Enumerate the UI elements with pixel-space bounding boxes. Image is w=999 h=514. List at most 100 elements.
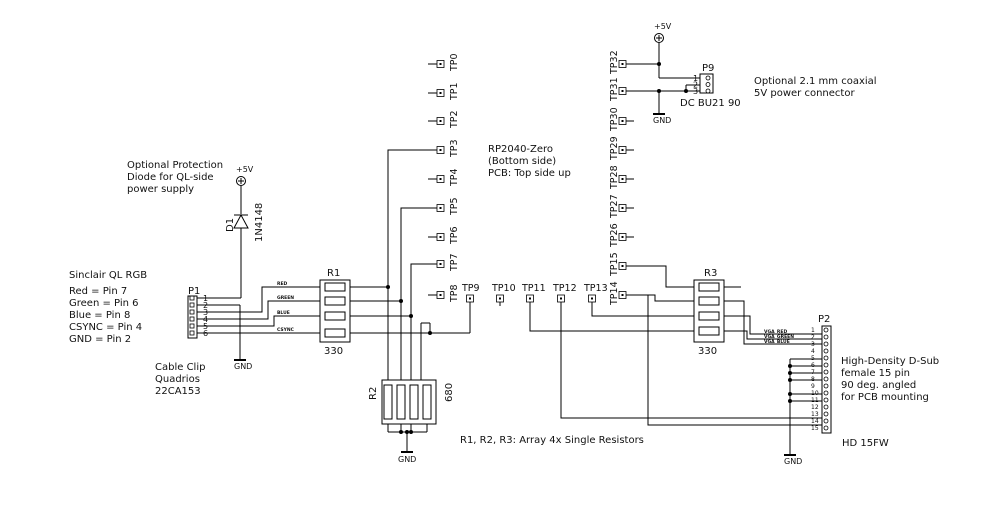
tp-label-tp10: TP10 xyxy=(491,283,516,294)
test-point-tp2: TP2 xyxy=(428,110,460,129)
note-dsub-2: female 15 pin xyxy=(841,368,910,379)
vcc-label-left: +5V xyxy=(236,165,254,174)
note-ql-gnd: GND = Pin 2 xyxy=(69,334,131,345)
tp-label-tp7: TP7 xyxy=(449,253,460,272)
note-cable-clip-2: Quadrios xyxy=(155,374,200,385)
note-dsub-3: 90 deg. angled xyxy=(841,380,916,391)
test-point-tp3: TP3 xyxy=(428,139,460,158)
tp-label-tp13: TP13 xyxy=(583,283,608,294)
tp-label-tp4: TP4 xyxy=(449,168,460,187)
resistor-array-r3: R3 330 xyxy=(693,268,725,357)
note-dsub-1: High-Density D-Sub xyxy=(841,356,939,367)
note-protection-line1: Optional Protection xyxy=(127,160,223,171)
note-resistor-arrays: R1, R2, R3: Array 4x Single Resistors xyxy=(460,435,644,446)
p9-ref: P9 xyxy=(702,63,714,74)
p2-pin-2: 2 xyxy=(811,334,815,341)
p2-pin-4: 4 xyxy=(811,348,815,355)
note-cable-clip-1: Cable Clip xyxy=(155,362,205,373)
note-rp2040-1: RP2040-Zero xyxy=(488,144,553,155)
note-protection-line2: Diode for QL-side xyxy=(127,172,214,183)
test-point-tp15: TP15 xyxy=(609,252,634,277)
note-coax-1: Optional 2.1 mm coaxial xyxy=(754,76,877,87)
note-dsub-4: for PCB mounting xyxy=(841,392,929,403)
tp-label-tp2: TP2 xyxy=(449,110,460,129)
r2-value: 680 xyxy=(444,383,455,402)
net-csync: CSYNC xyxy=(277,327,295,333)
resistor-array-r2: R2 680 GND xyxy=(368,379,455,464)
net-vga-red: VGA_RED xyxy=(764,329,787,335)
diode-d1: D1 1N4148 xyxy=(212,203,265,299)
test-point-tp30: TP30 xyxy=(609,107,634,132)
test-points-bottom: TP9 TP10 TP11 TP12 TP13 xyxy=(461,283,608,306)
net-blue: BLUE xyxy=(277,310,290,316)
power-5v-left: +5V xyxy=(236,165,254,214)
p2-pin-15: 15 xyxy=(811,425,819,432)
test-point-tp9: TP9 xyxy=(461,283,480,306)
test-point-tp6: TP6 xyxy=(428,226,460,245)
net-vga-blue: VGA_BLUE xyxy=(764,339,790,345)
p2-pin-13: 13 xyxy=(811,411,819,418)
note-ql-rgb-title: Sinclair QL RGB xyxy=(69,270,147,281)
nets-sync-to-p2 xyxy=(560,295,822,426)
test-point-tp31: TP31 xyxy=(609,77,634,102)
tp-label-tp12: TP12 xyxy=(552,283,577,294)
test-point-tp26: TP26 xyxy=(609,223,634,248)
r1-ref: R1 xyxy=(327,268,340,279)
connector-p9: P9 123 GND DC BU21 90 xyxy=(626,63,741,125)
nets-tp-to-r3: VGA_RED VGA_GREEN VGA_BLUE xyxy=(529,265,822,345)
p9-pin-1: 1 xyxy=(693,74,698,83)
tp-label-tp29: TP29 xyxy=(609,136,620,161)
tp-label-tp26: TP26 xyxy=(609,223,620,248)
d1-ref: D1 xyxy=(225,218,236,232)
d1-value: 1N4148 xyxy=(254,203,265,242)
test-point-tp32: TP32 xyxy=(609,50,634,75)
test-point-tp4: TP4 xyxy=(428,168,460,187)
test-point-tp0: TP0 xyxy=(428,53,460,72)
tp-label-tp6: TP6 xyxy=(449,226,460,245)
tp-label-tp9: TP9 xyxy=(461,283,480,294)
test-point-tp13: TP13 xyxy=(583,283,608,306)
tp-label-tp32: TP32 xyxy=(609,50,620,75)
r3-ref: R3 xyxy=(704,268,717,279)
resistor-array-r1: R1 330 xyxy=(319,268,470,357)
tp-label-tp3: TP3 xyxy=(449,139,460,158)
gnd-label-p2: GND xyxy=(784,457,802,466)
note-rp2040-2: (Bottom side) xyxy=(488,156,556,167)
vcc-label-right: +5V xyxy=(654,22,672,31)
test-point-tp7: TP7 xyxy=(428,253,460,272)
test-point-tp27: TP27 xyxy=(609,194,634,219)
note-protection-line3: power supply xyxy=(127,184,194,195)
net-green: GREEN xyxy=(277,295,294,301)
power-5v-right: +5V xyxy=(626,22,700,79)
test-point-tp1: TP1 xyxy=(428,82,460,101)
tp-label-tp15: TP15 xyxy=(609,252,620,277)
test-point-tp10: TP10 xyxy=(491,283,516,306)
p9-value: DC BU21 90 xyxy=(680,98,741,109)
p2-ref: P2 xyxy=(818,314,830,325)
test-point-tp14: TP14 xyxy=(609,281,634,306)
tp-label-tp0: TP0 xyxy=(449,53,460,72)
test-point-tp11: TP11 xyxy=(521,283,546,306)
test-point-tp5: TP5 xyxy=(428,197,460,216)
tp-label-tp5: TP5 xyxy=(449,197,460,216)
note-ql-csync: CSYNC = Pin 4 xyxy=(69,322,142,333)
test-point-tp8: TP8 xyxy=(428,284,460,303)
r1-value: 330 xyxy=(324,346,343,357)
gnd-label-p9: GND xyxy=(653,116,671,125)
p2-pin-14: 14 xyxy=(811,418,819,425)
test-point-tp29: TP29 xyxy=(609,136,634,161)
net-red: RED xyxy=(277,281,288,287)
gnd-label-r2: GND xyxy=(398,455,416,464)
tp-label-tp31: TP31 xyxy=(609,77,620,102)
tp-label-tp11: TP11 xyxy=(521,283,546,294)
tp-label-tp1: TP1 xyxy=(449,82,460,101)
gnd-label-p1: GND xyxy=(234,362,252,371)
r2-ref: R2 xyxy=(368,387,379,400)
net-vga-green: VGA_GREEN xyxy=(764,334,794,340)
